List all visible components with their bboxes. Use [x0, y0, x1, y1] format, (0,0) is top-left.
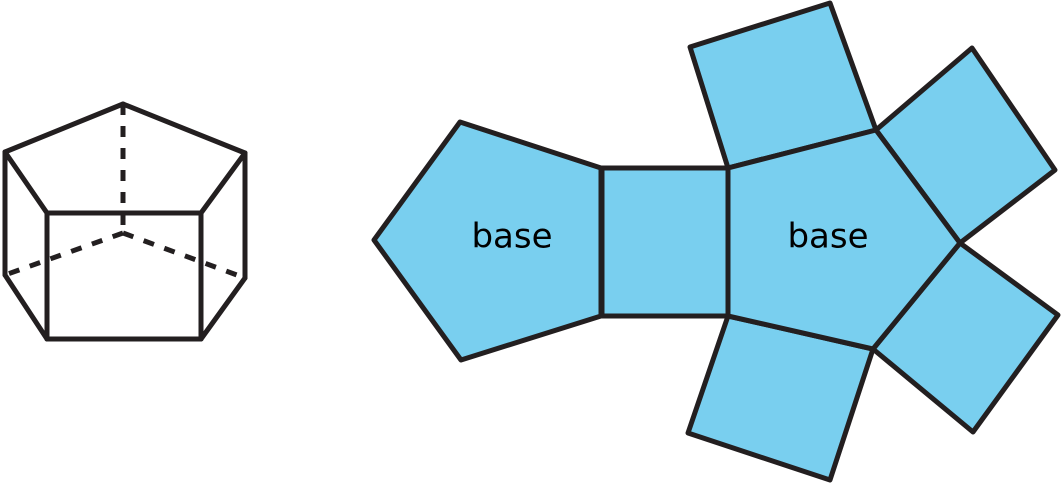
hidden-bottom-right-edge — [122, 230, 246, 281]
top-face-left-front-edge — [2, 149, 50, 216]
prism-hidden-edges — [4, 104, 246, 281]
prism-visible-edges — [2, 101, 248, 342]
net-base-right-label: base — [787, 217, 868, 257]
top-face-right-rear-edge — [120, 101, 248, 156]
net-base-left-label: base — [471, 217, 552, 257]
pentagonal-prism — [2, 101, 248, 342]
top-face-right-front-edge — [198, 150, 248, 216]
bottom-left-edge — [2, 272, 50, 342]
hidden-bottom-left-edge — [4, 230, 124, 278]
top-face-left-rear-edge — [2, 101, 126, 155]
bottom-right-edge — [198, 275, 248, 342]
net-base-right-face — [725, 127, 963, 352]
pentagonal-prism-net: base base — [371, 0, 1061, 483]
net-lateral-center-face — [599, 165, 731, 319]
